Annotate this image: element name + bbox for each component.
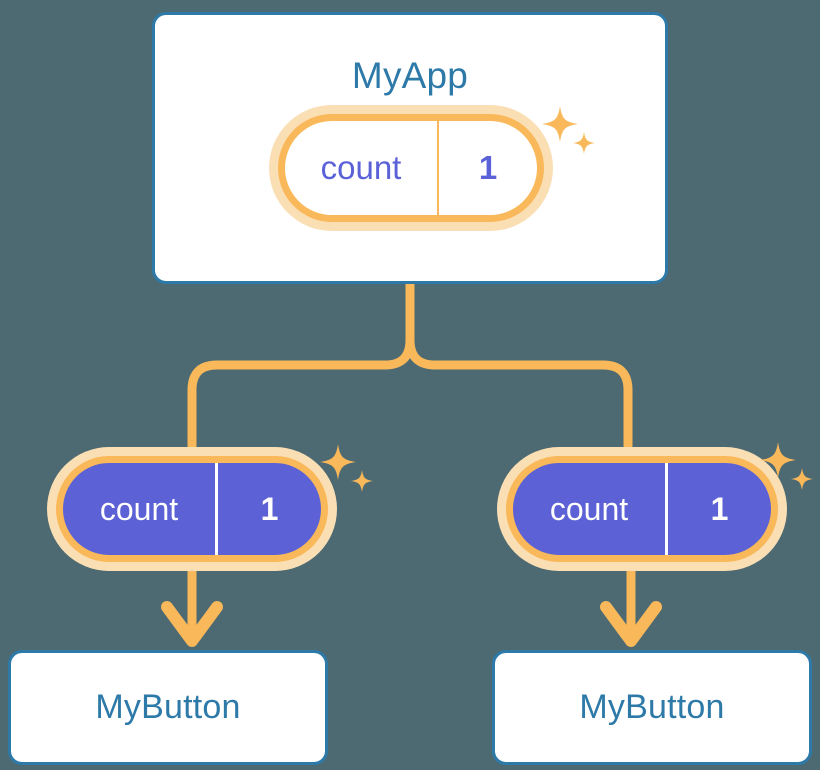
component-card-leaf-right[interactable]: MyButton <box>492 650 812 765</box>
state-pill-child-left[interactable]: count 1 <box>56 456 328 562</box>
component-title-root: MyApp <box>351 55 469 96</box>
tree-branch-connector <box>187 284 633 452</box>
component-title-leaf: MyButton <box>579 688 725 726</box>
state-pill-root[interactable]: count 1 <box>278 114 544 222</box>
state-value-label: 1 <box>437 121 537 215</box>
component-card-leaf-left[interactable]: MyButton <box>8 650 328 765</box>
state-key-label: count <box>99 490 179 527</box>
state-key-label: count <box>549 490 629 527</box>
down-arrow-connector <box>161 566 223 647</box>
component-title-leaf: MyButton <box>95 688 241 726</box>
state-pill-child-right[interactable]: count 1 <box>506 456 778 562</box>
state-value-label: 1 <box>665 463 771 555</box>
down-arrow-connector <box>600 566 662 647</box>
state-key-label: count <box>320 149 402 186</box>
state-value-label: 1 <box>215 463 321 555</box>
